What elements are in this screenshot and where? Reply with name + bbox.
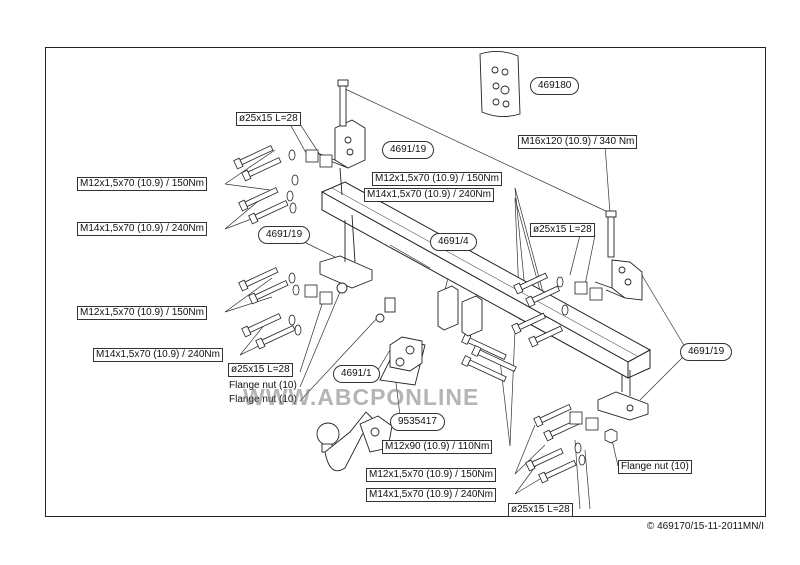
label-flange-nut-right: Flange nut (10) [618,460,692,474]
leader-lines [224,87,689,510]
label-spacer-mid-left: ø25x15 L=28 [228,363,293,377]
label-bolt-neck: M12x90 (10.9) / 110Nm [382,440,493,454]
part-crossbar: 4691/4 [430,233,477,251]
bolts-neck [461,333,517,382]
label-spacer-right: ø25x15 L=28 [530,223,595,237]
bolts-top-left [233,145,333,225]
label-bolt-center-2: M14x1,5x70 (10.9) / 240Nm [364,188,494,202]
label-pin-bolt: M16x120 (10.9) / 340 Nm [518,135,638,149]
label-bolt-mid-1: M12x1,5x70 (10.9) / 150Nm [77,306,207,320]
label-flange-nut-left-1: Flange nut (10) [229,380,297,391]
label-bolt-top-2: M14x1,5x70 (10.9) / 240Nm [77,222,207,236]
electrical-socket [389,336,423,372]
label-bolt-top-1: M12x1,5x70 (10.9) / 150Nm [77,177,207,191]
part-socket: 9535417 [390,413,445,431]
footer-copyright: © 469170/15-11-2011MN/I [646,521,764,532]
label-bolt-center-1: M12x1,5x70 (10.9) / 150Nm [372,172,502,186]
mounting-plates [375,285,483,337]
part-bracket-top-left: 4691/19 [382,141,435,159]
hardware-kit-bag [479,51,521,117]
pin-bolt-left [337,79,349,127]
bracket-mid-left [319,214,373,294]
part-bracket-right: 4691/19 [680,343,733,361]
bolts-mid-left [238,267,333,350]
label-bolt-bottom-1: M12x1,5x70 (10.9) / 150Nm [366,468,496,482]
part-469180: 469180 [530,77,580,95]
part-neck: 4691/1 [333,365,380,383]
label-bolt-bottom-2: M14x1,5x70 (10.9) / 240Nm [366,488,496,502]
bolts-center [511,272,603,348]
watermark: WWW.ABCPONLINE [243,384,480,410]
label-spacer-top-left: ø25x15 L=28 [236,112,301,126]
bracket-right-bottom [597,370,649,421]
part-bracket-mid-left: 4691/19 [258,226,311,244]
bracket-right-top [594,259,643,301]
label-spacer-bottom: ø25x15 L=28 [508,503,573,517]
pin-bolt-right [605,210,617,258]
label-flange-nut-left-2: Flange nut (10) [229,394,297,405]
bolts-bottom-right [525,403,618,484]
drawing-frame [45,47,766,517]
label-bolt-mid-2: M14x1,5x70 (10.9) / 240Nm [93,348,223,362]
